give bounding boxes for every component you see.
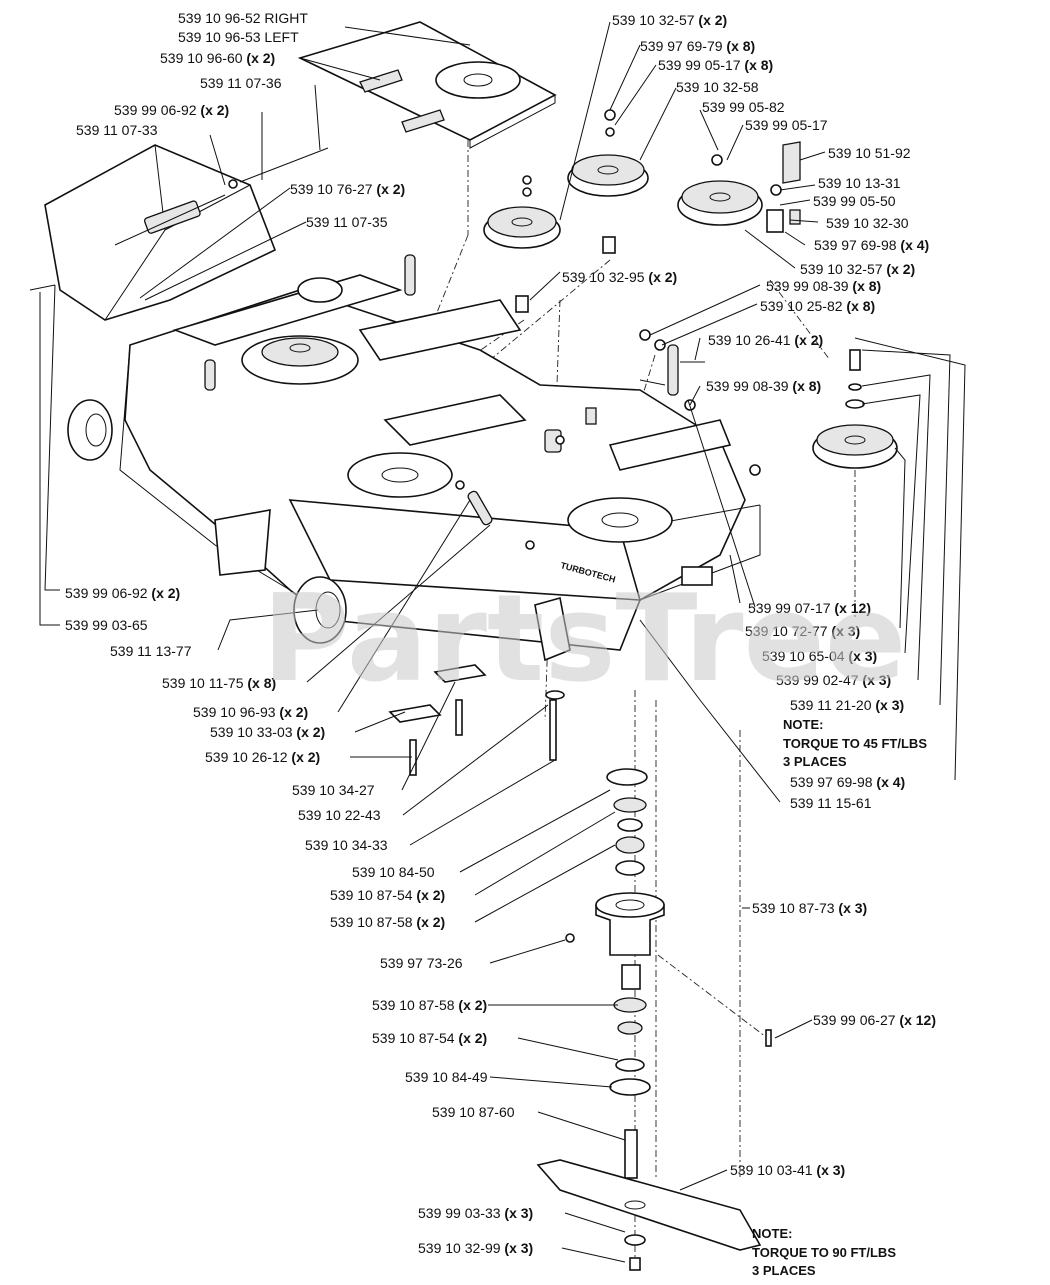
label-539-97-69-98-bottom: 539 97 69-98 (x 4): [790, 774, 905, 790]
callout-labels: 539 10 96-52 RIGHT 539 10 96-53 LEFT 539…: [65, 10, 936, 1256]
label-539-10-84-50: 539 10 84-50: [352, 864, 435, 880]
right-spindle-pulley: [812, 349, 898, 469]
label-539-10-87-60: 539 10 87-60: [432, 1104, 515, 1120]
label-539-99-05-82: 539 99 05-82: [702, 99, 785, 115]
upper-pulleys: [483, 109, 801, 313]
label-539-99-05-17-x8: 539 99 05-17 (x 8): [658, 57, 773, 73]
label-539-11-07-33: 539 11 07-33: [76, 122, 158, 138]
mower-blade: [536, 1159, 762, 1271]
leader-lines: [39, 21, 966, 1263]
label-539-97-73-26: 539 97 73-26: [380, 955, 463, 971]
label-539-10-32-95: 539 10 32-95 (x 2): [562, 269, 677, 285]
label-539-10-25-82: 539 10 25-82 (x 8): [760, 298, 875, 314]
label-539-99-08-39-a: 539 99 08-39 (x 8): [766, 278, 881, 294]
gauge-wheels: [67, 277, 571, 662]
label-539-10-32-57-top: 539 10 32-57 (x 2): [612, 12, 727, 28]
label-539-10-26-12: 539 10 26-12 (x 2): [205, 749, 320, 765]
note-45-places: 3 PLACES: [783, 754, 847, 769]
label-539-10-76-27: 539 10 76-27 (x 2): [290, 181, 405, 197]
label-539-10-33-03: 539 10 33-03 (x 2): [210, 724, 325, 740]
label-539-10-34-33: 539 10 34-33: [305, 837, 388, 853]
torque-notes: NOTE: TORQUE TO 45 FT/LBS 3 PLACES NOTE:…: [752, 717, 927, 1278]
label-539-10-13-31: 539 10 13-31: [818, 175, 901, 191]
label-539-10-32-99: 539 10 32-99 (x 3): [418, 1240, 533, 1256]
label-539-10-87-73: 539 10 87-73 (x 3): [752, 900, 867, 916]
note-90-places: 3 PLACES: [752, 1263, 816, 1278]
label-539-10-96-53: 539 10 96-53 LEFT: [178, 29, 299, 45]
label-539-10-32-58: 539 10 32-58: [676, 79, 759, 95]
label-539-10-22-43: 539 10 22-43: [298, 807, 381, 823]
label-539-10-87-58-bottom: 539 10 87-58 (x 2): [372, 997, 487, 1013]
label-539-99-05-17: 539 99 05-17: [745, 117, 828, 133]
spindle-stack: [388, 664, 772, 1179]
label-539-10-11-75: 539 10 11-75 (x 8): [162, 675, 276, 691]
note-90-torque: TORQUE TO 90 FT/LBS: [752, 1245, 896, 1260]
label-539-97-69-79: 539 97 69-79 (x 8): [640, 38, 755, 54]
drawing: TURBOTECH: [29, 21, 898, 1271]
label-539-99-06-92-top: 539 99 06-92 (x 2): [114, 102, 229, 118]
label-539-10-96-93: 539 10 96-93 (x 2): [193, 704, 308, 720]
label-539-10-84-49: 539 10 84-49: [405, 1069, 488, 1085]
mower-deck: TURBOTECH: [119, 274, 761, 651]
label-539-10-96-60: 539 10 96-60 (x 2): [160, 50, 275, 66]
label-539-99-05-50: 539 99 05-50: [813, 193, 896, 209]
label-539-97-69-98-top: 539 97 69-98 (x 4): [814, 237, 929, 253]
label-539-99-03-65: 539 99 03-65: [65, 617, 148, 633]
label-539-11-07-36: 539 11 07-36: [200, 75, 282, 91]
belt-cover: [297, 21, 557, 149]
label-539-10-26-41: 539 10 26-41 (x 2): [708, 332, 823, 348]
label-539-99-03-33: 539 99 03-33 (x 3): [418, 1205, 533, 1221]
note-45-torque: TORQUE TO 45 FT/LBS: [783, 736, 927, 751]
label-539-11-13-77: 539 11 13-77: [110, 643, 192, 659]
label-539-10-87-58-top: 539 10 87-58 (x 2): [330, 914, 445, 930]
label-539-10-32-30: 539 10 32-30: [826, 215, 909, 231]
note-45-heading: NOTE:: [783, 717, 823, 732]
label-539-99-08-39-b: 539 99 08-39 (x 8): [706, 378, 821, 394]
label-539-10-32-57-mid: 539 10 32-57 (x 2): [800, 261, 915, 277]
label-539-10-51-92: 539 10 51-92: [828, 145, 911, 161]
note-90-heading: NOTE:: [752, 1226, 792, 1241]
label-539-99-06-92-bottom: 539 99 06-92 (x 2): [65, 585, 180, 601]
label-539-99-02-47: 539 99 02-47 (x 3): [776, 672, 891, 688]
label-539-10-87-54-bottom: 539 10 87-54 (x 2): [372, 1030, 487, 1046]
label-539-10-87-54-top: 539 10 87-54 (x 2): [330, 887, 445, 903]
label-539-10-65-04: 539 10 65-04 (x 3): [762, 648, 877, 664]
label-539-10-72-77: 539 10 72-77 (x 3): [745, 623, 860, 639]
discharge-chute: [29, 144, 329, 321]
label-539-11-15-61: 539 11 15-61: [790, 795, 872, 811]
deck-hardware: [204, 254, 761, 550]
label-539-10-96-52: 539 10 96-52 RIGHT: [178, 10, 308, 26]
label-539-99-06-27: 539 99 06-27 (x 12): [813, 1012, 936, 1028]
label-539-10-03-41: 539 10 03-41 (x 3): [730, 1162, 845, 1178]
label-539-11-21-20: 539 11 21-20 (x 3): [790, 697, 904, 713]
label-539-99-07-17: 539 99 07-17 (x 12): [748, 600, 871, 616]
label-539-10-34-27: 539 10 34-27: [292, 782, 375, 798]
watermark: PartsTree: [262, 570, 906, 709]
label-539-11-07-35: 539 11 07-35: [306, 214, 388, 230]
